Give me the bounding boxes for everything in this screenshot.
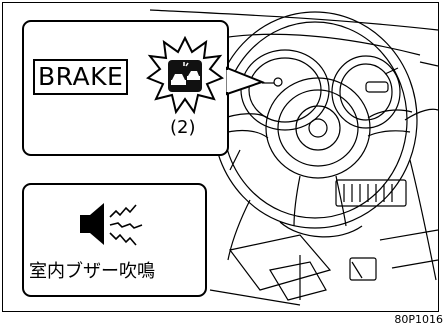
collision-warning-icon [146, 36, 224, 115]
brake-warning-callout: BRAKE (2) [22, 20, 229, 156]
figure-frame [2, 2, 439, 312]
interior-buzzer-callout: 室内ブザー吹鳴 [22, 183, 207, 297]
interior-buzzer-label: 室内ブザー吹鳴 [29, 261, 155, 282]
brake-warning-label: BRAKE [33, 59, 129, 95]
speaker-sound-icon [80, 203, 143, 246]
figure-code: 80P1016 [394, 313, 443, 326]
callout-pointer [226, 66, 265, 96]
reference-number: (2) [170, 117, 196, 138]
